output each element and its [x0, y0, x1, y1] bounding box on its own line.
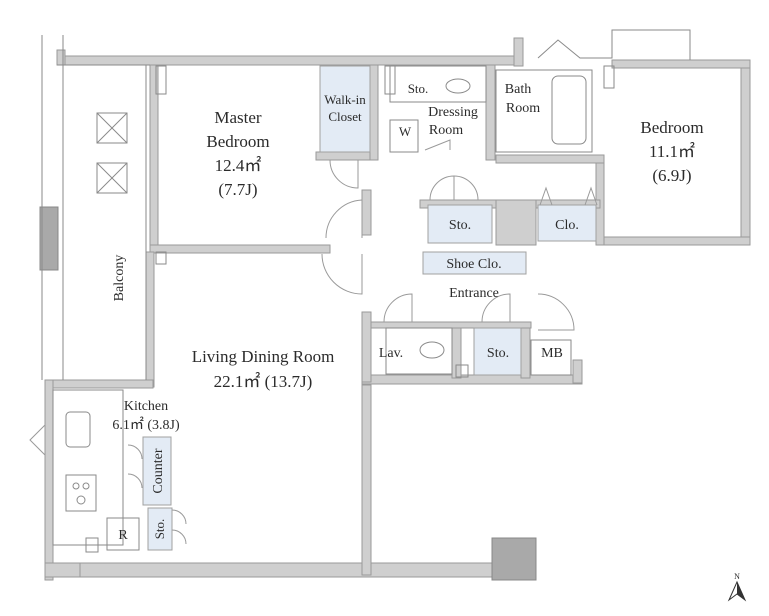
outdoor-unit-2 [96, 162, 128, 194]
wall-lav-left [361, 311, 372, 383]
wall-right [740, 59, 751, 246]
wall-ldr-left [145, 251, 155, 388]
walk-in-closet [319, 65, 371, 153]
bath-room-label-2: Room [506, 101, 540, 116]
dressing-room-label-1: Dressing [428, 105, 478, 120]
window-mark-2 [384, 65, 396, 95]
toilet [419, 341, 445, 359]
w-label: W [399, 124, 412, 139]
north-compass-icon: N [727, 572, 747, 602]
wall-hall-left [361, 189, 372, 236]
mb-box [530, 339, 572, 376]
bathtub [551, 75, 587, 145]
kitchen-counter [142, 436, 172, 506]
lav-label: Lav. [379, 346, 403, 361]
doors [29, 139, 598, 545]
walls [44, 37, 751, 581]
wall-sto-right [520, 322, 531, 379]
wall-service-bottom [361, 374, 583, 385]
sto-top-label: Sto. [408, 81, 429, 96]
sto-lower-label: Sto. [487, 346, 509, 361]
kitchen-name: Kitchen [124, 399, 168, 414]
pillar-bottom [491, 537, 537, 581]
ldr-area: 22.1㎡ (13.7J) [214, 372, 313, 391]
bath-outline [495, 69, 593, 153]
sto-mid-label: Sto. [449, 218, 471, 233]
window-mark-1 [155, 65, 167, 95]
sto-kitchen-label: Sto. [152, 519, 167, 540]
kitchen-sink [65, 411, 91, 448]
wall-bath-bottom [495, 154, 605, 164]
wall-bay-left [513, 37, 524, 67]
bay-window [537, 29, 691, 60]
balcony-area [41, 35, 150, 380]
kitchen-area: 6.1㎡ (3.8J) [112, 417, 180, 433]
r-label: R [118, 528, 128, 543]
master-bedroom-name-2: Bedroom [206, 132, 269, 151]
walk-in-closet-label-2: Closet [328, 109, 362, 124]
kitchen-counter-line [52, 389, 124, 546]
vent-mark-1 [155, 251, 167, 265]
balcony-label: Balcony [112, 255, 127, 302]
storage-lower [473, 327, 522, 376]
wall-master-left [149, 64, 159, 246]
room-labels: Master Bedroom 12.4㎡ (7.7J) Walk-in Clos… [112, 81, 704, 543]
outdoor-unit-1 [96, 112, 128, 144]
bedroom-area: 11.1㎡ [649, 142, 695, 161]
wall-bottom [79, 562, 493, 578]
w-box [389, 119, 419, 153]
sto-top-box [389, 65, 487, 103]
sink-top [445, 78, 471, 94]
entrance-label: Entrance [449, 286, 499, 301]
wall-master-inner [315, 151, 377, 161]
closet-bedroom [537, 204, 597, 242]
dressing-room-label-2: Room [429, 123, 463, 138]
vent-mark-2 [455, 364, 469, 378]
lav-box [385, 327, 453, 375]
shoe-closet [422, 251, 527, 275]
wall-kitchen-left [44, 379, 54, 581]
fixtures [52, 29, 691, 553]
wall-ldr-right [361, 384, 372, 576]
master-bedroom-name-1: Master [214, 108, 262, 127]
bedroom-tatami: (6.9J) [652, 166, 691, 185]
master-bedroom-area: 12.4㎡ [215, 156, 262, 175]
wall-dressing-right [485, 64, 496, 161]
clo-label: Clo. [555, 218, 579, 233]
wall-mb-right [572, 359, 583, 384]
wall-bedroom-bottom [595, 236, 751, 246]
wall-kitchen-top [44, 379, 154, 389]
bath-room-label-1: Bath [505, 82, 531, 97]
fridge-box [106, 517, 140, 551]
wall-top-left-stub [56, 49, 66, 66]
walk-in-closet-label-1: Walk-in [324, 92, 366, 107]
stove [65, 474, 97, 512]
wall-bottom-left [44, 562, 86, 578]
kitchen-storage [147, 507, 173, 551]
vent-mark-3 [85, 537, 99, 553]
master-bedroom-tatami: (7.7J) [218, 180, 257, 199]
wall-top [56, 55, 523, 66]
wall-master-bottom [149, 244, 331, 254]
wall-block [495, 199, 537, 246]
ldr-name: Living Dining Room [192, 347, 335, 366]
storage-mid [427, 204, 493, 244]
wall-wic-right [369, 64, 379, 161]
pillar-left [39, 206, 59, 271]
mb-label: MB [541, 346, 563, 361]
shoe-clo-label: Shoe Clo. [446, 257, 501, 272]
counter-label: Counter [151, 448, 166, 493]
window-mark-3 [603, 65, 615, 89]
compass-label: N [734, 572, 740, 581]
bedroom-name: Bedroom [640, 118, 703, 137]
wall-top-right [611, 59, 751, 69]
wall-lav-top [370, 321, 532, 329]
